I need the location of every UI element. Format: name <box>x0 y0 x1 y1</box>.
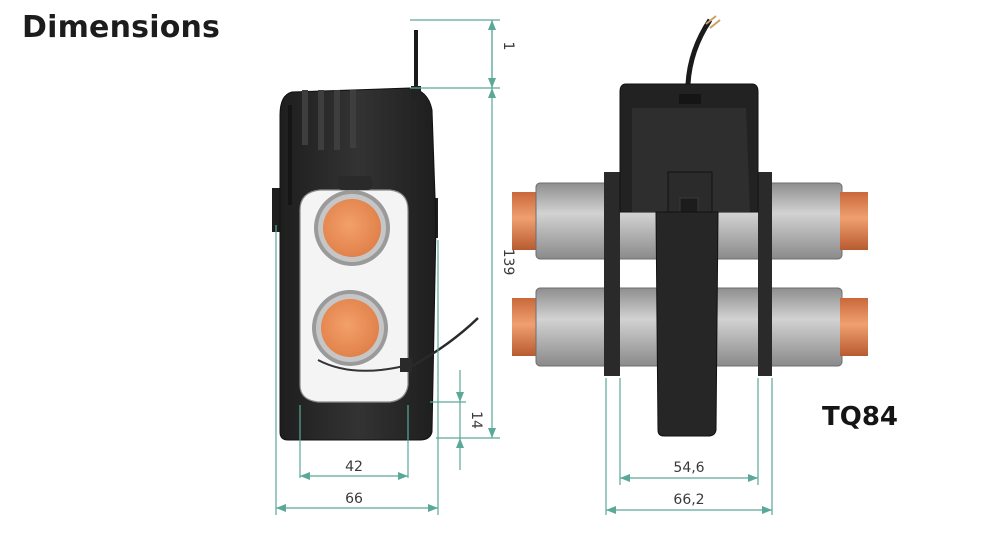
housing-tongue <box>655 211 719 437</box>
dim-height: 139 <box>500 249 516 276</box>
dim-inner-width: 42 <box>345 459 363 475</box>
conductor-lower <box>312 290 388 366</box>
dim-side-outer: 66,2 <box>673 492 704 508</box>
side-lead-wire <box>685 18 713 85</box>
side-dimensions <box>605 378 773 515</box>
flange-right <box>758 172 772 376</box>
wire-gland <box>411 86 421 98</box>
window-clip <box>338 176 372 190</box>
side-tab-left <box>272 188 282 232</box>
front-view <box>272 30 479 441</box>
flange-left <box>604 172 620 376</box>
dim-side-inner: 54,6 <box>673 460 704 476</box>
housing-ribs <box>288 90 356 205</box>
dim-top-offset: 1 <box>500 42 516 51</box>
tie-tail <box>411 317 479 368</box>
side-view <box>512 15 868 437</box>
cable-tie <box>317 359 405 372</box>
conductor-upper <box>314 190 390 266</box>
dim-outer-width: 66 <box>345 491 363 507</box>
model-label: TQ84 <box>822 402 899 432</box>
front-dimensions <box>275 19 500 515</box>
dim-bottom-offset: 14 <box>468 411 484 429</box>
front-dimension-arrows <box>276 20 496 512</box>
side-dimension-arrows <box>606 474 772 514</box>
page-title: Dimensions <box>22 10 221 45</box>
